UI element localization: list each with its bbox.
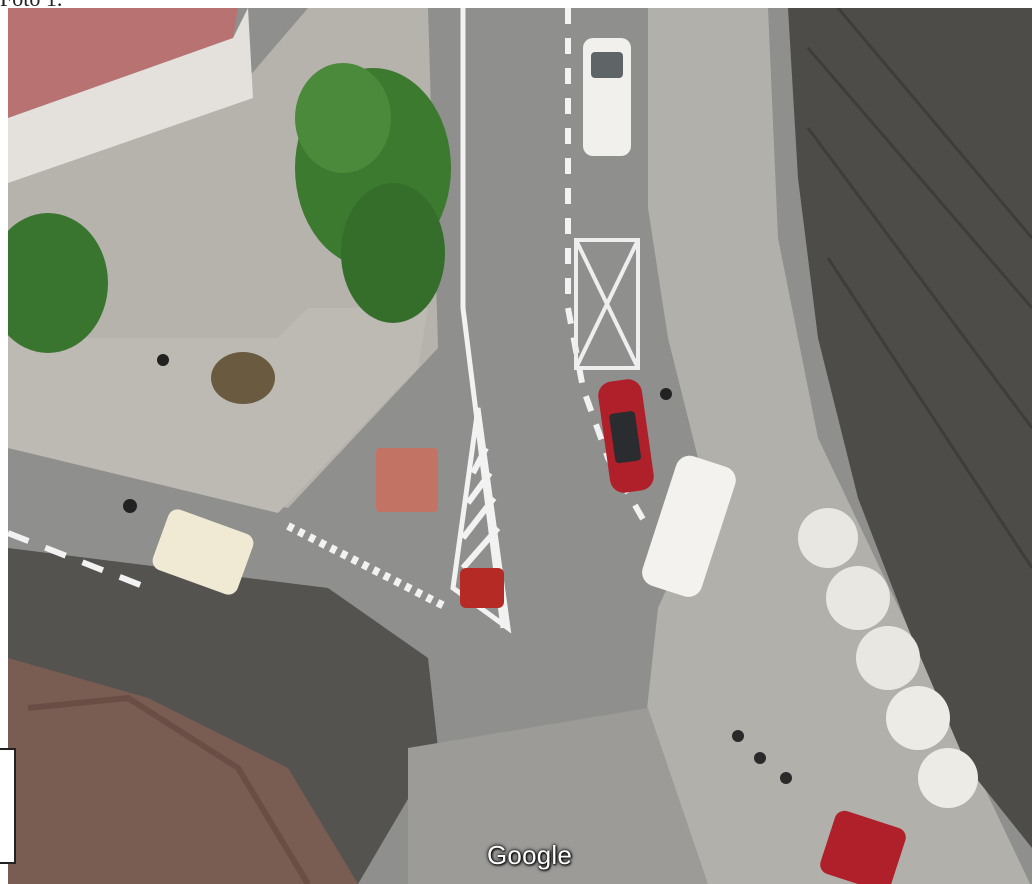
roof-ridges bbox=[806, 8, 1032, 569]
island-marker bbox=[460, 568, 504, 608]
planter bbox=[211, 352, 275, 404]
pedestrian bbox=[732, 730, 744, 742]
tree-highlight bbox=[295, 63, 391, 173]
parasol bbox=[856, 626, 920, 690]
car-red-bottom bbox=[820, 810, 906, 884]
map-imagery bbox=[8, 8, 1032, 884]
road-line bbox=[460, 8, 506, 629]
car-windshield bbox=[591, 52, 623, 78]
pedestrian bbox=[780, 772, 792, 784]
road-lower bbox=[408, 708, 708, 884]
tree-lower bbox=[341, 183, 445, 323]
map-control-widget[interactable] bbox=[0, 748, 16, 864]
tree-left bbox=[8, 213, 108, 353]
pedestrian bbox=[754, 752, 766, 764]
parasol bbox=[826, 566, 890, 630]
building-facade bbox=[8, 8, 253, 183]
pedestrian bbox=[660, 388, 672, 400]
google-attribution: Google bbox=[487, 840, 573, 870]
photo-caption: Foto 1. bbox=[0, 0, 62, 11]
roof-edge bbox=[27, 694, 311, 884]
parasol bbox=[798, 508, 858, 568]
no-parking-cross bbox=[574, 239, 640, 369]
lane-line bbox=[8, 530, 150, 591]
parasol bbox=[886, 686, 950, 750]
island-hatching bbox=[460, 446, 501, 570]
parasol bbox=[918, 748, 978, 808]
no-parking-box bbox=[574, 238, 640, 370]
sidewalk-area bbox=[8, 308, 428, 513]
manhole bbox=[123, 499, 137, 513]
van-white bbox=[642, 455, 736, 597]
crosswalk bbox=[286, 522, 450, 612]
building-roof-dark bbox=[788, 8, 1032, 848]
car-red-roof bbox=[609, 411, 641, 464]
van-cream bbox=[152, 509, 254, 595]
right-sidewalk bbox=[628, 8, 1031, 884]
satellite-map[interactable] bbox=[8, 8, 1032, 884]
road-marking-red bbox=[376, 448, 438, 512]
building-roof-red bbox=[8, 8, 238, 118]
pedestrian bbox=[157, 354, 169, 366]
